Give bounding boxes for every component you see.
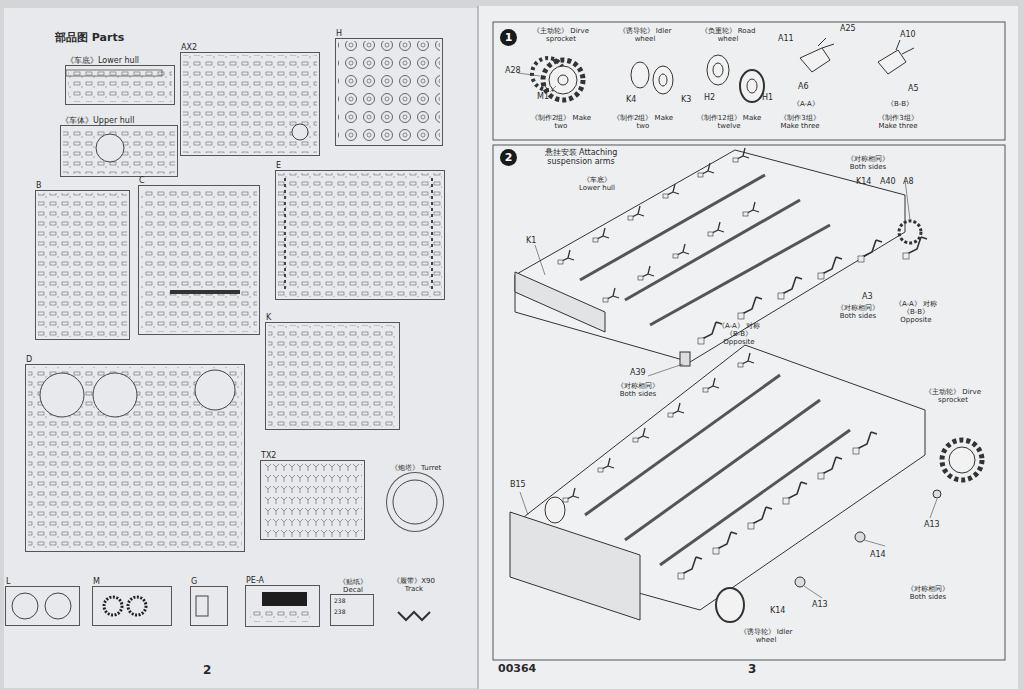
part-number: 00364 [498,663,536,676]
sprue-frame: TX2 [260,460,365,540]
caption-label: 《诱导轮》 Idler wheel [738,628,794,644]
sprue-frame: E [275,170,445,300]
sprue-textures [12,41,442,622]
sprue-label: 《车体》Upper hull [61,116,134,125]
caption-label: 《对称相同》 Both sides [840,155,896,171]
part-number: A13 [924,520,940,529]
sprue-frame: AX2 [180,52,320,156]
step1-parts [532,38,914,102]
sprue-label: AX2 [181,43,197,52]
caption-label: 《主动轮》 Dirve sprocket [530,27,592,43]
part-number: K14 [856,177,871,186]
caption-label: 《对称相同》 Both sides [830,304,886,320]
sprue-label: E [276,161,281,170]
leader-lines [518,73,937,598]
lower-hull-lower [510,345,982,622]
left-page [4,8,478,688]
step-number-text: 2 [505,151,513,164]
caption-label: 《A-A》 对称《B-B》 Opposite [892,300,940,324]
part-number: 238 [334,598,345,605]
sprue-frame: G [190,586,228,626]
caption-label: 《车底》 Lower hull [572,176,622,192]
part-number: A5 [908,84,919,93]
part-number: K4 [626,95,636,104]
sprue-label: C [139,176,145,185]
part-number: 2 [203,664,211,678]
sprue-frame: L [5,586,80,626]
sprue-frame: 《履带》X90 Track [392,594,436,626]
sprue-frame: 《车底》Lower hull [65,65,175,105]
part-number: 238 [334,609,345,616]
part-number: A6 [798,82,809,91]
part-number: K1 [526,236,536,245]
part-number: A11 [778,34,794,43]
sprue-label: 《贴纸》 Decal [331,578,375,594]
part-number: M1 [537,92,549,101]
caption-label: 《对称相同》 Both sides [610,382,666,398]
sprue-label: H [336,29,342,38]
caption-label: 《B-B》 [880,100,920,108]
sprue-frame: 《炮塔》 Turret [386,472,444,532]
caption-label: 《主动轮》 Dirve sprocket [922,388,984,404]
sprue-label: 《车底》Lower hull [66,56,139,65]
caption-label: 《制作3组》 Make three [770,114,830,130]
sprue-label: B [36,181,42,190]
sprue-frame: K [265,322,400,430]
sprue-label: PE-A [246,576,264,585]
part-number: B15 [510,480,526,489]
caption-label: 《制作3组》 Make three [868,114,928,130]
page-fold [477,6,479,689]
sprue-label: G [191,577,197,586]
caption-label: 悬挂安装 Attaching suspension arms [521,148,641,166]
step-number-text: 1 [505,31,513,44]
right-page [478,6,1018,689]
part-number: A40 [880,177,896,186]
sprue-label: 《炮塔》 Turret [387,464,445,472]
caption-label: 《制作2组》 Make two [612,114,674,130]
part-number: A25 [840,24,856,33]
part-number: A13 [812,600,828,609]
part-number: A39 [630,368,646,377]
part-number: H1 [762,93,773,102]
sprue-frame: H [335,38,443,146]
caption-label: 《制作12组》 Make twelve [695,114,763,130]
step-number: 1 [500,29,517,46]
part-number: A8 [903,177,914,186]
part-number: A28 [505,66,521,75]
sprue-label: L [6,577,10,586]
sprue-frame: 《车体》Upper hull [60,125,178,177]
part-number: 3 [748,663,756,677]
lower-hull-upper [515,150,921,362]
part-number: K14 [770,606,785,615]
caption-label: 《A-A》 [786,100,826,108]
suspension-arms [558,148,927,579]
part-number: A3 [862,292,873,301]
sprue-label: TX2 [261,451,276,460]
caption-label: 《制作2组》 Make two [530,114,592,130]
caption-label: 《A-A》 对称《B-B》 Opposite [714,322,764,346]
sprue-label: 《履带》X90 Track [392,577,436,593]
sprue-label: K [266,313,271,322]
caption-label: 《负重轮》 Road wheel [696,27,760,43]
part-number: A14 [870,550,886,559]
sprue-label: D [26,355,32,364]
sprue-frame: B [35,190,130,340]
sprue-frame: PE-A [245,585,320,627]
sprue-frame: M [92,586,172,626]
sprue-frame: D [25,364,245,552]
part-number: H2 [704,93,715,102]
step-panels [493,22,1005,660]
sprue-label: M [93,577,100,586]
part-number: A10 [900,30,916,39]
caption-label: 《诱导轮》 Idler wheel [614,27,676,43]
part-number: K3 [681,95,691,104]
part-number: 部品图 Parts [55,32,124,45]
sprue-frame: C [138,185,260,335]
step-number: 2 [500,149,517,166]
caption-label: 《对称相同》 Both sides [900,585,956,601]
